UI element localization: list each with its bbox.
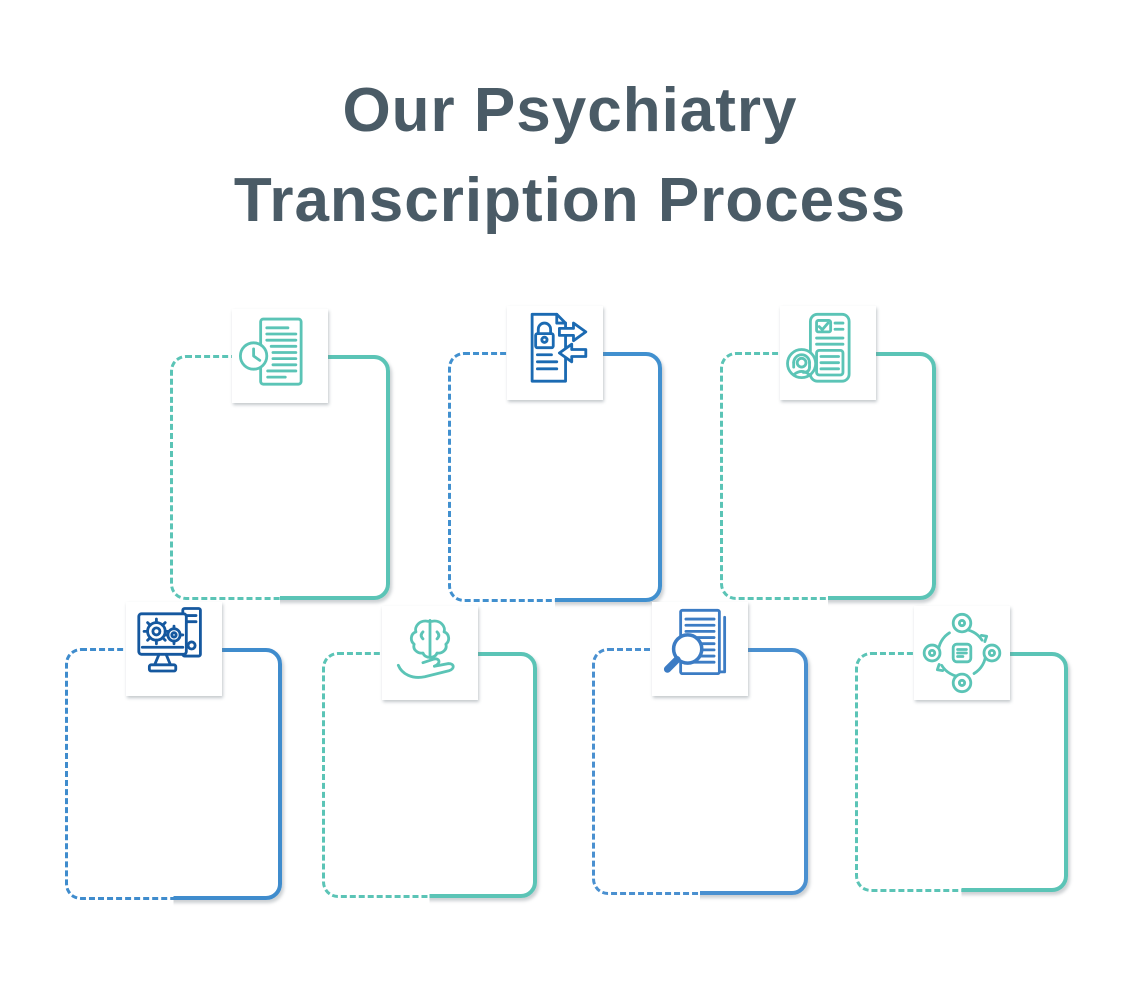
- box-solid-border: [828, 352, 936, 600]
- voice-recorder-headset-icon: [780, 306, 876, 400]
- document-magnifier-icon: [652, 602, 748, 696]
- box-dashed-border: [322, 652, 430, 898]
- process-step-box-6: [592, 602, 808, 895]
- process-step-box-3: [720, 306, 936, 600]
- box-solid-border: [429, 652, 537, 898]
- box-solid-border: [700, 648, 808, 895]
- document-lock-transfer-icon: [507, 306, 603, 400]
- box-dashed-border: [65, 648, 174, 900]
- process-step-box-5: [322, 606, 537, 898]
- box-dashed-border: [592, 648, 700, 895]
- box-solid-border: [280, 355, 390, 600]
- process-step-box-4: [65, 602, 282, 900]
- hand-holding-brain-icon: [381, 606, 478, 700]
- computer-gears-icon: [125, 602, 222, 696]
- box-solid-border: [555, 352, 662, 602]
- box-dashed-border: [720, 352, 828, 600]
- process-step-box-1: [170, 309, 390, 600]
- process-step-box-2: [448, 306, 662, 602]
- page-title: Our Psychiatry Transcription Process: [0, 66, 1140, 246]
- distribution-network-icon: [913, 606, 1010, 700]
- box-solid-border: [961, 652, 1068, 892]
- box-dashed-border: [448, 352, 555, 602]
- process-step-box-7: [855, 606, 1068, 892]
- title-line-1: Our Psychiatry: [342, 76, 798, 145]
- box-solid-border: [173, 648, 282, 900]
- title-line-2: Transcription Process: [233, 165, 907, 235]
- box-dashed-border: [855, 652, 962, 892]
- box-dashed-border: [170, 355, 280, 600]
- document-clock-icon: [232, 309, 328, 403]
